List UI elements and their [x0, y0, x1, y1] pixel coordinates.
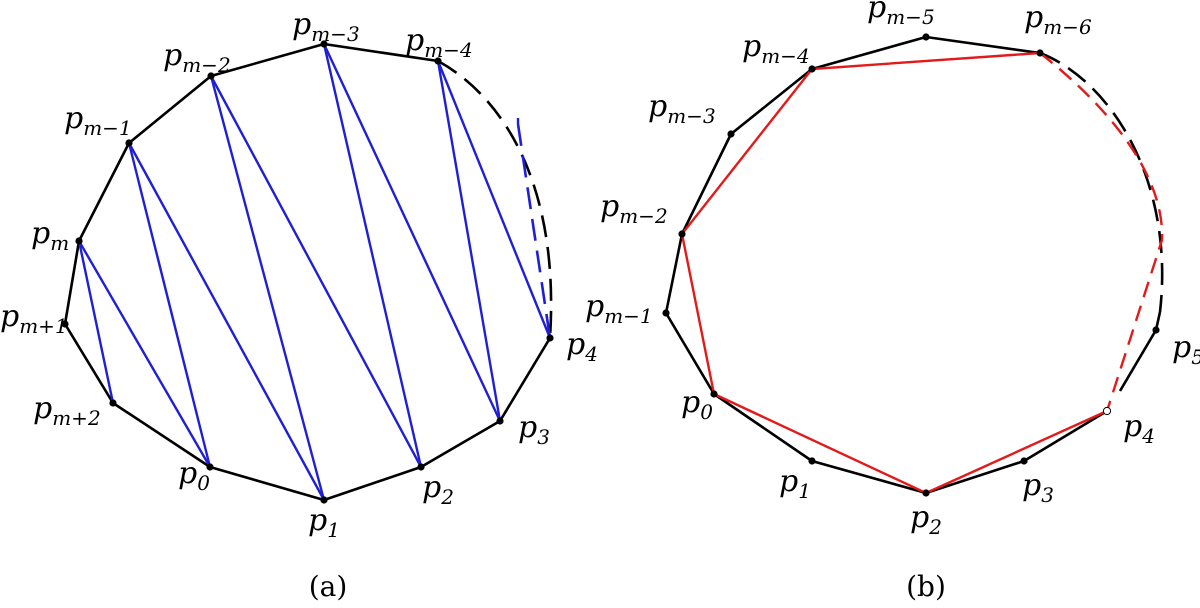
- panel-b-dashed-boundary: [1039, 51, 1164, 313]
- vertex-p4: [1102, 406, 1112, 416]
- vertex-pm1: [662, 309, 670, 317]
- vertex-p2: [922, 489, 930, 497]
- vertex-pm-plus2: [109, 399, 117, 407]
- vertex-pm1: [125, 139, 133, 147]
- vertex-p2: [417, 463, 425, 471]
- caption-a: (a): [309, 570, 348, 603]
- label-pm3: pm−3: [292, 7, 360, 46]
- vertex-pm5: [922, 33, 930, 41]
- vertex-p1: [808, 457, 816, 465]
- vertex-p4: [546, 334, 554, 342]
- label-p2: p2: [910, 500, 942, 539]
- diagonal: [127, 142, 212, 468]
- panel-a: pm−3 pm−4 pm−2 pm−1 pm pm+1 pm+2 p0 p1 p…: [0, 7, 598, 603]
- diagonal: [77, 240, 115, 404]
- vertex-pm2: [207, 72, 215, 80]
- diagonal: [436, 60, 502, 422]
- diagonal: [436, 60, 552, 339]
- label-pm6: pm−6: [1024, 0, 1092, 39]
- label-pm3: pm−3: [648, 89, 716, 128]
- panel-b-vertices: [662, 33, 1160, 497]
- label-p4: p4: [566, 327, 598, 366]
- label-p0: p0: [681, 385, 713, 424]
- label-p0: p0: [178, 456, 210, 495]
- panel-a-vertices: [61, 40, 554, 504]
- label-pm1: pm−1: [64, 101, 132, 140]
- vertex-p3: [496, 417, 504, 425]
- vertex-pm3: [320, 40, 328, 48]
- vertex-p1: [320, 496, 328, 504]
- label-pm2: pm−2: [163, 38, 231, 77]
- vertex-p0: [710, 390, 718, 398]
- panel-a-polygon-outline: [63, 42, 552, 502]
- caption-b: (b): [906, 570, 946, 603]
- panel-a-labels: pm−3 pm−4 pm−2 pm−1 pm pm+1 pm+2 p0 p1 p…: [0, 7, 598, 542]
- label-p3: p3: [518, 410, 550, 449]
- vertex-pm2: [678, 230, 686, 238]
- label-pm-plus2: pm+2: [33, 391, 101, 430]
- panel-b-labels: pm−5 pm−6 pm−4 pm−3 pm−2 pm−1 p0 p1 p2 p…: [585, 0, 1200, 539]
- diagonal: [77, 240, 212, 468]
- label-pm1: pm−1: [585, 289, 653, 328]
- vertex-p0: [206, 463, 214, 471]
- vertex-pm: [75, 237, 83, 245]
- label-pm2: pm−2: [600, 189, 668, 228]
- diagonal: [127, 142, 326, 501]
- diagonal: [322, 43, 502, 422]
- label-pm: pm: [31, 216, 69, 255]
- label-p1: p1: [779, 464, 811, 503]
- panel-b-polygon-outline: [664, 35, 1108, 495]
- panel-b: pm−5 pm−6 pm−4 pm−3 pm−2 pm−1 p0 p1 p2 p…: [585, 0, 1200, 603]
- vertex-p5: [1152, 326, 1160, 334]
- label-p1: p1: [308, 503, 340, 542]
- label-pm-plus1: pm+1: [0, 299, 68, 338]
- panel-b-red-polygon: [680, 51, 1108, 495]
- vertex-pm3: [727, 130, 735, 138]
- label-p4: p4: [1123, 409, 1155, 448]
- vertex-p3: [1020, 457, 1028, 465]
- vertex-pm6: [1036, 49, 1044, 57]
- diagonal: [209, 75, 326, 501]
- diagonal: [322, 43, 423, 468]
- label-p3: p3: [1022, 468, 1054, 507]
- label-p5: p5: [1172, 330, 1200, 369]
- panel-a-dashed-boundary: [437, 59, 553, 339]
- label-pm4: pm−4: [405, 23, 473, 62]
- diagonal: [209, 75, 423, 468]
- panel-b-red-dashed-boundary: [1039, 52, 1164, 412]
- label-pm4: pm−4: [742, 29, 810, 68]
- dashed-diagonal: [516, 123, 552, 339]
- vertex-pm4: [434, 57, 442, 65]
- label-pm5: pm−5: [867, 0, 935, 29]
- panel-b-polygon-outline-right: [1118, 311, 1162, 392]
- vertex-pm4: [808, 65, 816, 73]
- panel-a-triangulation: [77, 43, 552, 501]
- label-p2: p2: [422, 470, 454, 509]
- vertex-pm-plus1: [61, 320, 69, 328]
